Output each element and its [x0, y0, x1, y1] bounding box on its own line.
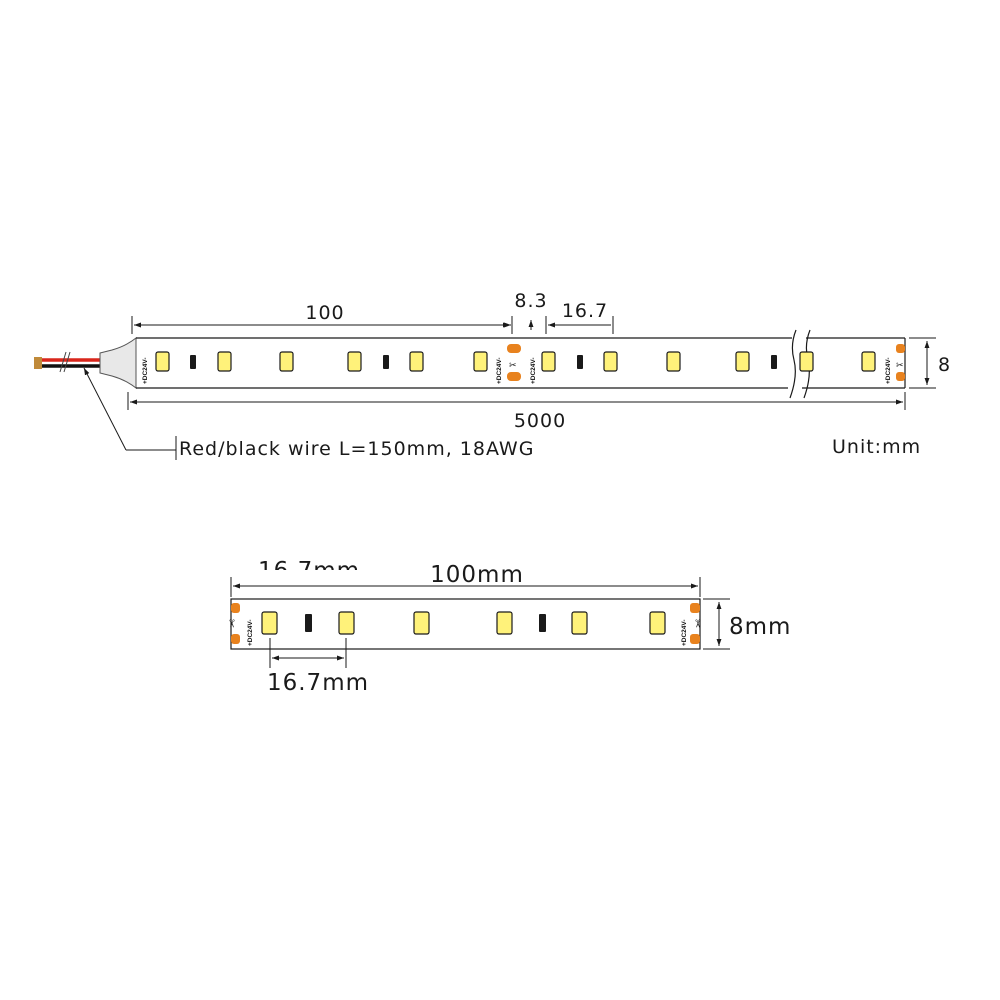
segment-body — [230, 598, 701, 650]
top-polarity-labels: +DC24V- +DC24V- +DC24V- +DC24V- — [142, 357, 892, 384]
polarity-label: +DC24V- — [247, 619, 254, 646]
dim-label-100mm: 100mm — [430, 562, 524, 588]
wire-tip — [34, 357, 42, 369]
scissors-icon: ✂ — [225, 619, 238, 628]
bottom-strip-assembly: 16.7mm ✂ ✂ + — [225, 558, 791, 696]
top-leds — [155, 351, 876, 372]
dim-led-pitch: 16.7 — [548, 300, 614, 334]
led-chip — [347, 351, 362, 372]
polarity-label: +DC24V- — [681, 619, 688, 646]
led-chip — [496, 611, 513, 635]
top-solder-pads — [507, 344, 905, 381]
dim-label-8-3: 8.3 — [514, 290, 547, 312]
resistor — [539, 614, 546, 632]
dim-label-16-7mm: 16.7mm — [267, 670, 369, 696]
scissors-icon: ✂ — [896, 361, 904, 371]
wire-break-mark — [63, 351, 71, 373]
bottom-resistors — [305, 614, 546, 632]
power-wires — [34, 336, 137, 390]
bottom-polarity-labels: +DC24V- +DC24V- — [247, 619, 688, 646]
dim-label-5000: 5000 — [514, 410, 566, 432]
led-chip — [409, 351, 424, 372]
bottom-solder-pads — [231, 603, 700, 644]
strip-body — [136, 329, 906, 399]
led-chip — [217, 351, 232, 372]
led-chip — [603, 351, 618, 372]
solder-pad — [690, 603, 700, 613]
dim-label-8mm: 8mm — [729, 614, 791, 640]
led-chip — [735, 351, 750, 372]
top-cut-marks: ✂ ✂ — [509, 361, 904, 371]
dim-led-pitch-detail: 16.7mm — [267, 638, 369, 696]
wire-note: Red/black wire L=150mm, 18AWG — [179, 438, 534, 460]
led-chip — [338, 611, 355, 635]
dim-segment-length-detail: 100mm — [230, 562, 701, 597]
resistor — [383, 355, 389, 369]
wire-callout: Red/black wire L=150mm, 18AWG — [83, 367, 534, 460]
resistor — [190, 355, 196, 369]
dim-total-length: 5000 — [127, 392, 906, 432]
solder-pad — [231, 634, 240, 644]
solder-pad — [690, 634, 700, 644]
polarity-label: +DC24V- — [142, 357, 149, 384]
led-chip — [473, 351, 488, 372]
led-chip — [261, 611, 278, 635]
unit-note: Unit:mm — [832, 436, 921, 458]
resistor — [577, 355, 583, 369]
strip-break-symbol — [789, 329, 797, 399]
led-chip — [155, 351, 170, 372]
solder-pad — [896, 372, 905, 381]
top-strip-assembly: ✂ ✂ +DC24V- +DC24V- +DC24V- +DC24V- 100 … — [34, 290, 951, 460]
solder-pad — [896, 344, 905, 353]
polarity-label: +DC24V- — [530, 357, 537, 384]
led-chip — [861, 351, 876, 372]
dim-label-16-7: 16.7 — [562, 300, 608, 322]
scissors-icon: ✂ — [509, 361, 517, 371]
bottom-leds — [261, 611, 666, 635]
dim-segment-length: 100 — [131, 302, 513, 334]
dim-strip-width: 8 — [909, 337, 951, 389]
solder-pad — [231, 603, 240, 613]
dim-label-8: 8 — [938, 354, 951, 376]
led-chip — [571, 611, 588, 635]
led-chip — [799, 351, 814, 372]
solder-pad — [507, 372, 521, 381]
polarity-label: +DC24V- — [885, 357, 892, 384]
led-chip — [666, 351, 681, 372]
scissors-icon: ✂ — [691, 619, 704, 628]
dim-label-fragment: 16.7mm — [258, 558, 360, 584]
wire-break-mark — [59, 351, 67, 373]
dim-label-100: 100 — [305, 302, 344, 324]
led-chip — [413, 611, 430, 635]
solder-pad — [507, 344, 521, 353]
led-chip — [649, 611, 666, 635]
dim-strip-width-detail: 8mm — [703, 598, 791, 650]
led-chip — [541, 351, 556, 372]
led-chip — [279, 351, 294, 372]
resistor — [771, 355, 777, 369]
dim-half-segment: 8.3 — [500, 290, 556, 334]
bottom-cut-marks: ✂ ✂ — [225, 619, 704, 628]
top-resistors — [190, 355, 777, 369]
resistor — [305, 614, 312, 632]
wire-boot — [99, 336, 137, 390]
polarity-label: +DC24V- — [496, 357, 503, 384]
